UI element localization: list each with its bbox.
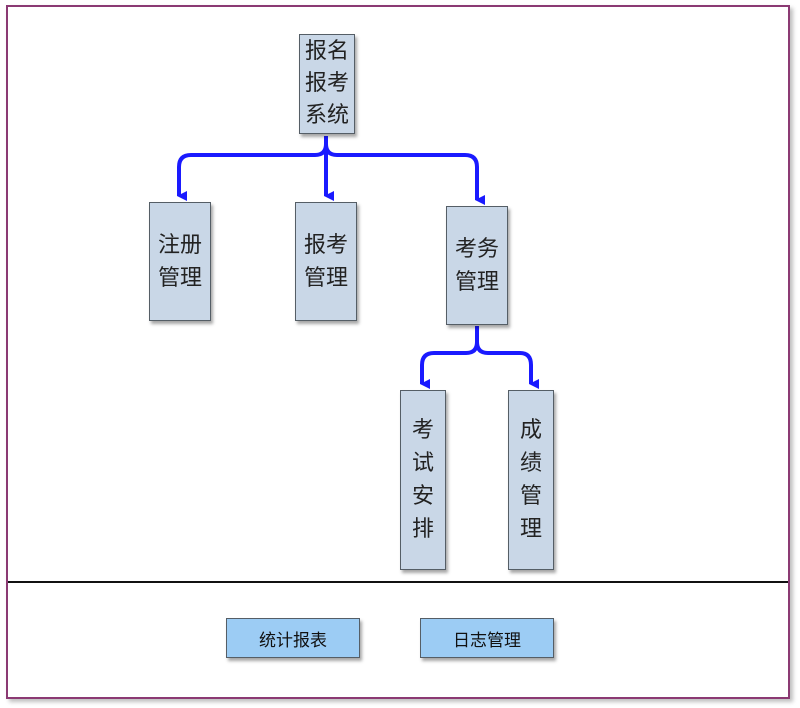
log-management-button[interactable]: 日志管理 [420, 618, 554, 658]
apply-node[interactable]: 报考 管理 [295, 202, 357, 321]
scores-node-label: 成 绩 管 理 [519, 418, 542, 542]
register-node[interactable]: 注册 管理 [149, 202, 211, 321]
connector-exam-schedule [420, 326, 479, 389]
exam-node-label: 考务 管理 [454, 236, 499, 295]
scores-node[interactable]: 成 绩 管 理 [508, 390, 554, 570]
exam-node[interactable]: 考务 管理 [446, 206, 508, 325]
root-node-label: 报名 报考 系统 [304, 39, 349, 128]
root-node[interactable]: 报名 报考 系统 [299, 34, 355, 134]
connector-root-register [177, 136, 328, 201]
connector-exam-scores [475, 341, 539, 389]
statistics-report-button[interactable]: 统计报表 [226, 618, 360, 658]
apply-node-label: 报考 管理 [303, 232, 348, 291]
diagram-frame [6, 5, 790, 699]
schedule-node[interactable]: 考 试 安 排 [400, 390, 446, 570]
connector-root-exam [324, 143, 485, 205]
register-node-label: 注册 管理 [157, 232, 202, 291]
schedule-node-label: 考 试 安 排 [411, 418, 434, 542]
